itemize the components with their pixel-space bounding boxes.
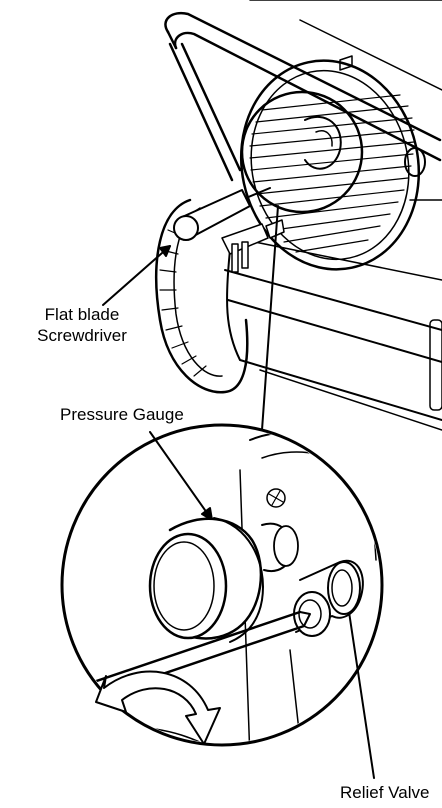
detail-contents [68, 431, 380, 743]
screwdriver-top [173, 187, 271, 241]
fan-guard [239, 59, 421, 271]
pressure-gauge-label: Pressure Gauge [60, 405, 184, 424]
leader-lines [102, 205, 375, 779]
flat-blade-label-line1: Flat blade [44, 305, 120, 324]
carry-handle [164, 11, 442, 182]
heater-housing [224, 0, 442, 431]
gauge-assembly-small [221, 219, 285, 273]
rotation-arrow-icon [95, 670, 221, 745]
flat-blade-label-line2: Screwdriver [37, 326, 127, 345]
relief-valve-label: Relief Valve [340, 783, 430, 802]
detail-magnified-circle [60, 423, 384, 747]
flat-blade-screwdriver-label: Flat blade Screwdriver [22, 304, 142, 346]
